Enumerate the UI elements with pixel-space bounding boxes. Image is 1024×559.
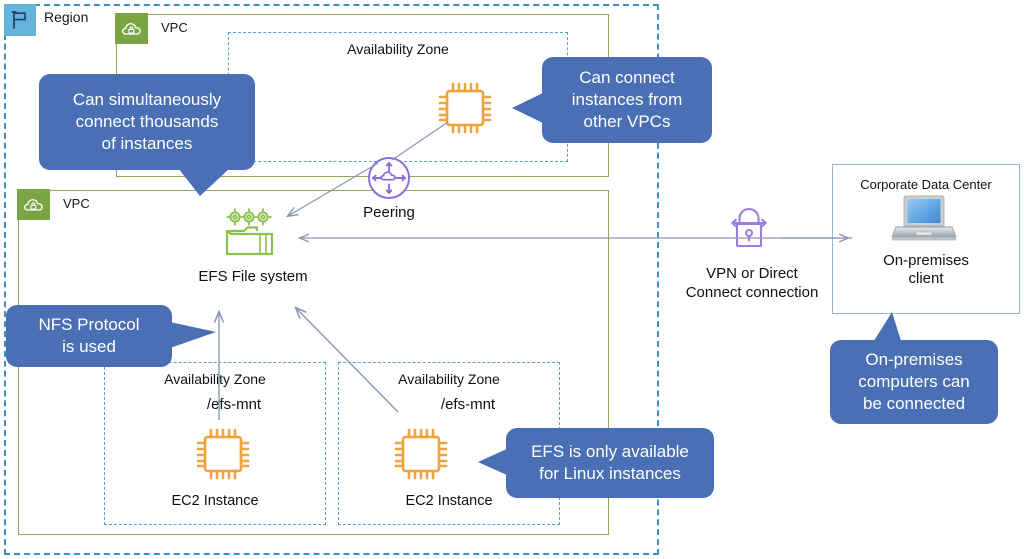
vpn-connection[interactable]	[726, 206, 772, 256]
tail-linux	[478, 448, 509, 476]
tail-nfs	[170, 322, 216, 348]
callout-other-vpcs-line1: Can connect	[579, 68, 675, 88]
vpn-label: VPN or Direct Connect connection	[666, 265, 838, 303]
vpc-cloud-lock-icon	[17, 189, 51, 221]
ec2-instance-icon	[438, 82, 492, 134]
callout-on-prem-line1: On-premises	[865, 350, 963, 370]
vpn-label-line1: VPN or Direct	[706, 265, 798, 282]
mount-path-left: /efs-mnt	[206, 396, 262, 413]
ec2-instance-bottom-right[interactable]	[390, 424, 452, 484]
region-boundary	[4, 4, 659, 555]
vpn-padlock-icon	[731, 207, 767, 248]
on-prem-line2: client	[908, 270, 944, 287]
efs-file-system[interactable]	[222, 208, 284, 264]
callout-linux-only[interactable]: EFS is only available for Linux instance…	[506, 428, 714, 498]
on-premises-client-label: On-premises client	[862, 252, 990, 288]
vpc-peering-icon	[368, 157, 410, 199]
region-label: Region	[44, 9, 89, 25]
ec2-instance-icon	[394, 428, 448, 480]
efs-file-system-icon	[225, 208, 274, 256]
on-premises-client[interactable]	[888, 192, 960, 244]
ec2-instance-icon	[196, 428, 250, 480]
callout-thousands-line1: Can simultaneously	[72, 90, 222, 110]
callout-other-vpcs-line3: other VPCs	[583, 111, 671, 131]
on-prem-line1: On-premises	[883, 252, 969, 269]
region-flag-icon	[4, 4, 36, 36]
ec2-instance-bottom-left[interactable]	[192, 424, 254, 484]
mount-path-right: /efs-mnt	[440, 396, 496, 413]
az-bl-label: Availability Zone	[164, 371, 266, 387]
callout-linux-line1: EFS is only available	[531, 442, 689, 462]
vpc-peering[interactable]	[366, 155, 412, 201]
callout-thousands[interactable]: Can simultaneously connect thousands of …	[39, 74, 255, 170]
vpn-label-line2: Connect connection	[685, 283, 819, 301]
vpc-top-label: VPC	[161, 20, 188, 35]
callout-thousands-line2: connect thousands	[75, 112, 219, 132]
efs-file-system-label: EFS File system	[198, 268, 308, 285]
callout-on-prem-line3: be connected	[862, 393, 966, 413]
callout-thousands-line3: of instances	[101, 133, 193, 153]
laptop-icon	[891, 195, 957, 241]
callout-linux-line2: for Linux instances	[539, 464, 681, 483]
tail-on-prem	[872, 312, 902, 344]
ec2-bottom-left-label: EC2 Instance	[171, 493, 259, 509]
az-top-label: Availability Zone	[347, 41, 449, 57]
tail-thousands	[178, 168, 230, 196]
availability-zone-bottom-left: Availability Zone	[104, 362, 326, 525]
tail-other-vpcs	[512, 92, 545, 124]
callout-other-vpcs[interactable]: Can connect instances from other VPCs	[542, 57, 712, 143]
callout-nfs-line1: NFS Protocol	[38, 315, 140, 335]
callout-on-prem-line2: computers can	[858, 372, 970, 392]
vpc-bottom-label: VPC	[63, 196, 90, 211]
ec2-bottom-right-label: EC2 Instance	[405, 493, 493, 509]
callout-nfs-protocol[interactable]: NFS Protocol is used	[6, 305, 172, 367]
callout-on-premises[interactable]: On-premises computers can be connected	[830, 340, 998, 424]
az-br-label: Availability Zone	[398, 371, 500, 387]
callout-nfs-line2: is used	[62, 337, 116, 356]
corporate-data-center-label: Corporate Data Center	[860, 177, 992, 192]
callout-other-vpcs-line2: instances from	[571, 90, 683, 110]
ec2-instance-top[interactable]	[434, 78, 496, 138]
vpc-cloud-lock-icon	[115, 13, 149, 45]
